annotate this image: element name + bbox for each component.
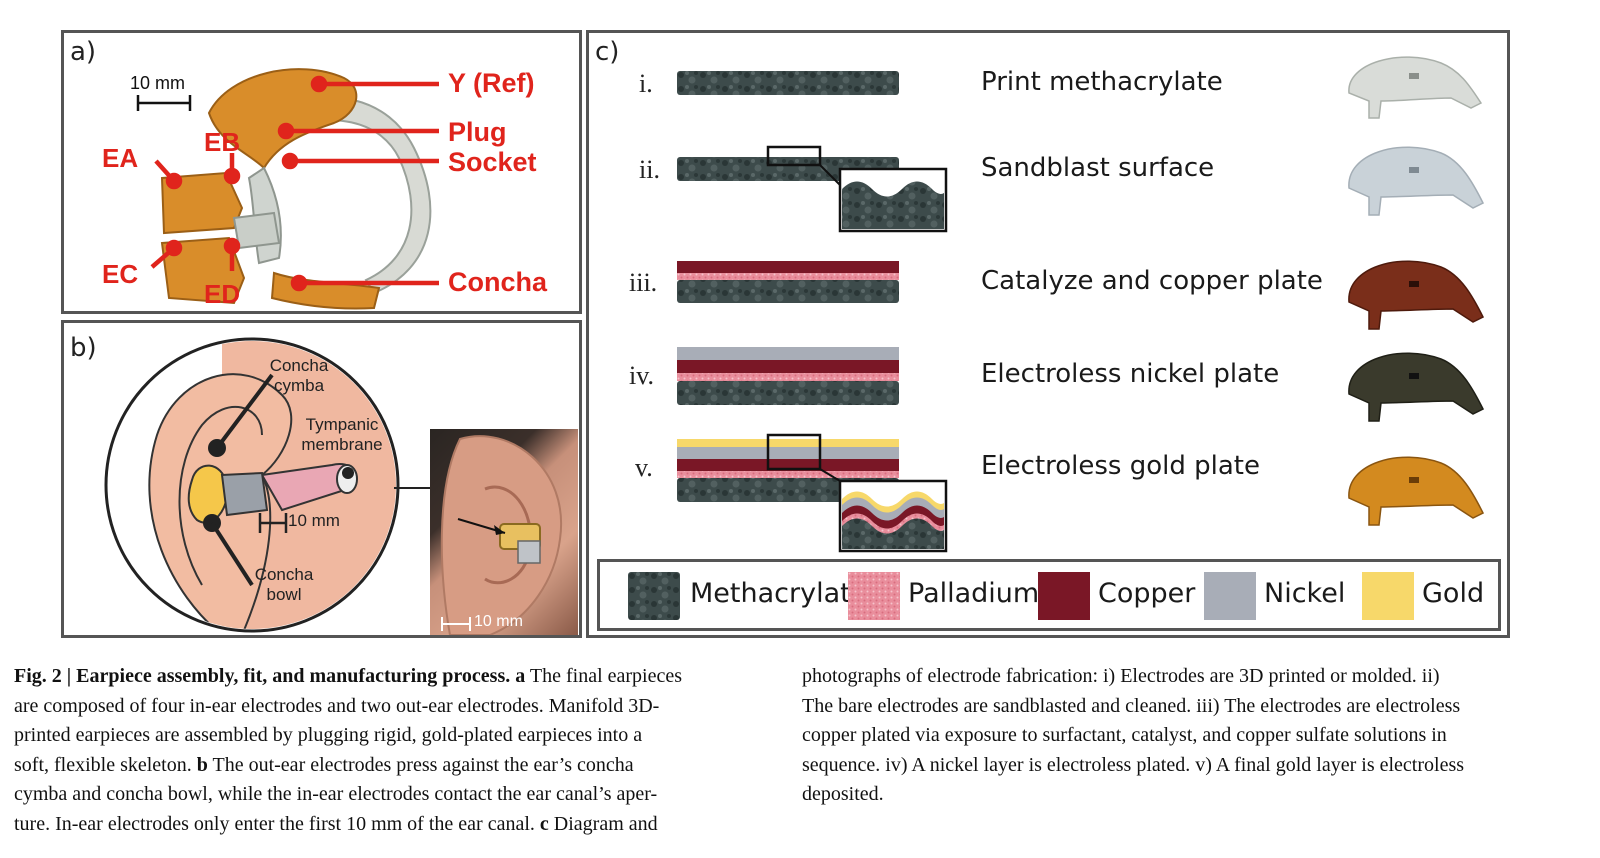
- caption-b-label: b: [196, 753, 208, 776]
- label-socket: Socket: [448, 147, 537, 177]
- caption-left: Fig. 2 | Earpiece assembly, fit, and man…: [14, 662, 784, 840]
- step-5-text: Electroless gold plate: [981, 451, 1260, 481]
- earpiece-photo-copper: [1348, 260, 1485, 330]
- panel-b: b) Concha cymba Tympanic membrane: [61, 320, 582, 638]
- ear-diagram: [104, 337, 400, 633]
- caption-left-line-5: cymba and concha bowl, while the in-ear …: [14, 783, 658, 806]
- caption-left-line-4: soft, flexible skeleton. b The out-ear e…: [14, 753, 634, 776]
- earpiece-photo-gold: [1348, 456, 1485, 526]
- step-3-stack: [677, 261, 899, 303]
- label-y-ref: Y (Ref): [448, 68, 535, 98]
- panel-b-label: b): [70, 333, 97, 363]
- step-2-num: ii.: [639, 155, 660, 184]
- caption-heading: Fig. 2 | Earpiece assembly, fit, and man…: [14, 665, 511, 687]
- caption-right: photographs of electrode fabrication: i)…: [802, 662, 1592, 810]
- caption-right-line-5: deposited.: [802, 783, 884, 806]
- step-5-num: v.: [635, 453, 653, 482]
- step-1-text: Print methacrylate: [981, 67, 1223, 97]
- caption-left-line-2: are composed of four in-ear electrodes a…: [14, 694, 660, 717]
- label-concha: Concha: [448, 267, 548, 297]
- caption-right-line-1: photographs of electrode fabrication: i)…: [802, 665, 1440, 687]
- legend-swatch-palladium: [848, 572, 900, 620]
- earpiece-photo-clear: [1348, 56, 1483, 119]
- label-plug: Plug: [448, 117, 507, 147]
- legend-label-gold: Gold: [1422, 578, 1485, 609]
- scale-label-photo: 10 mm: [474, 613, 523, 630]
- panel-a-leader-lines: [150, 75, 439, 292]
- panel-c-label: c): [595, 37, 620, 67]
- legend-swatch-nickel: [1204, 572, 1256, 620]
- step-2-text: Sandblast surface: [981, 153, 1215, 183]
- legend-swatch-methacrylate: [628, 572, 680, 620]
- panel-a-label: a): [70, 37, 97, 67]
- caption-right-line-2: The bare electrodes are sandblasted and …: [802, 694, 1461, 717]
- step-4-text: Electroless nickel plate: [981, 359, 1280, 389]
- legend-label-copper: Copper: [1098, 578, 1196, 609]
- legend-label-palladium: Palladium: [908, 578, 1040, 609]
- step-4-num: iv.: [629, 361, 655, 390]
- step-1-num: i.: [639, 69, 653, 98]
- ear-photo: 10 mm: [430, 429, 578, 635]
- caption-left-line-3: printed earpieces are assembled by plugg…: [14, 724, 643, 747]
- scale-label-a: 10 mm: [130, 73, 186, 93]
- earpiece-photo-sandblasted: [1348, 146, 1485, 216]
- earpiece-photo-nickel: [1348, 352, 1485, 422]
- label-eb: EB: [204, 127, 241, 157]
- step-5-stack: [677, 433, 948, 553]
- tympanic-membrane-label: Tympanic membrane: [301, 415, 383, 454]
- step-1-stack: [677, 71, 899, 95]
- step-3-text: Catalyze and copper plate: [981, 266, 1323, 296]
- scale-label-b-inner: 10 mm: [288, 511, 340, 530]
- legend-swatch-copper: [1038, 572, 1090, 620]
- connector-line: [394, 487, 432, 489]
- concha-cymba-label: Concha cymba: [269, 356, 329, 395]
- legend: Methacrylate Palladium Copper Nickel Gol…: [597, 559, 1501, 631]
- legend-swatch-gold: [1362, 572, 1414, 620]
- concha-bowl-label: Concha bowl: [254, 565, 314, 604]
- step-3-num: iii.: [629, 268, 658, 297]
- caption-c-label: c: [539, 812, 549, 835]
- caption-left-line-1: Fig. 2 | Earpiece assembly, fit, and man…: [14, 665, 683, 687]
- caption-left-line-6: ture. In-ear electrodes only enter the f…: [14, 812, 658, 835]
- caption-a-label: a: [515, 665, 526, 687]
- step-4-stack: [677, 347, 899, 405]
- earpiece-photo: [160, 68, 432, 310]
- step-2-stack: [677, 145, 948, 233]
- ear-photo-art: [440, 435, 563, 635]
- legend-label-methacrylate: Methacrylate: [690, 578, 868, 609]
- panel-c: c) i. Print methacrylate ii. Sandblast s…: [586, 30, 1510, 638]
- scale-bar-a: [136, 95, 192, 111]
- caption-right-line-3: copper plated via exposure to surfactant…: [802, 724, 1447, 747]
- legend-label-nickel: Nickel: [1264, 578, 1346, 609]
- label-ed: ED: [204, 279, 241, 309]
- panel-a: a) 10 mm Y (Ref) Plug Socket Concha EA E…: [61, 30, 582, 314]
- caption-right-line-4: sequence. iv) A nickel layer is electrol…: [802, 753, 1465, 776]
- label-ec: EC: [102, 259, 139, 289]
- label-ea: EA: [102, 143, 139, 173]
